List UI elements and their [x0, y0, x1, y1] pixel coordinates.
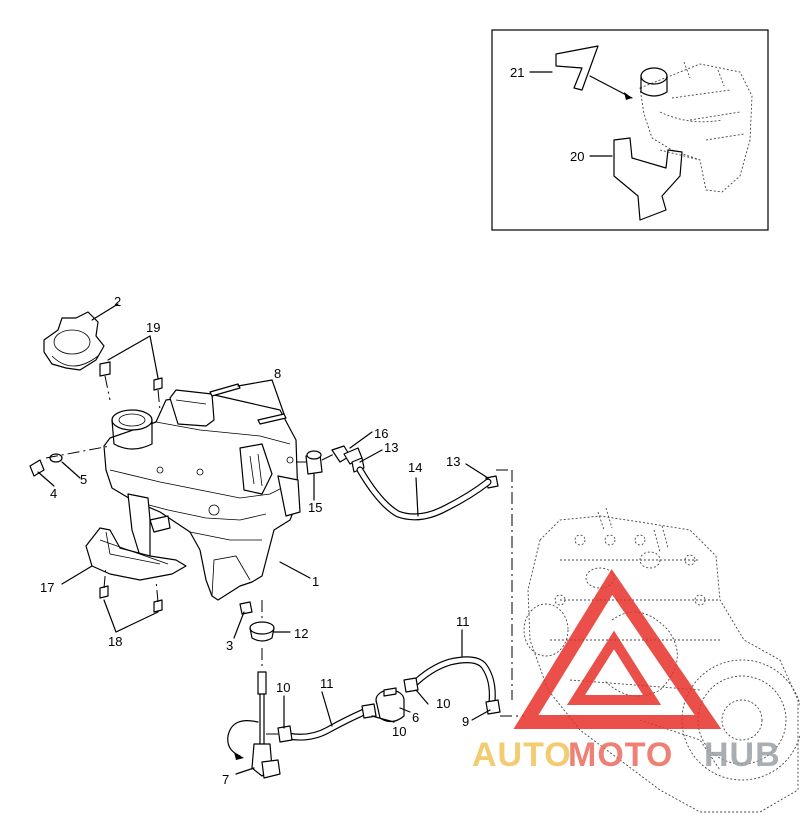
inset-shield: [589, 137, 701, 221]
radiator-cap: [43, 311, 105, 371]
coolant-tank: [103, 389, 301, 601]
watermark-text-moto: MOTO: [568, 736, 673, 774]
callout-4: 4: [50, 486, 57, 501]
callout-12: 12: [294, 626, 308, 641]
callout-20: 20: [570, 149, 584, 164]
fasteners: [29, 361, 253, 615]
callout-21: 21: [510, 65, 524, 80]
upper-hose: [356, 466, 492, 521]
callout-10-right: 10: [436, 696, 450, 711]
inset-frame: [491, 29, 769, 231]
callout-5: 5: [80, 472, 87, 487]
callout-10-bottom: 10: [392, 724, 406, 739]
inset-detail: 21 20: [491, 29, 769, 231]
callout-6: 6: [412, 710, 419, 725]
decals: [209, 383, 287, 425]
callout-9: 9: [462, 714, 469, 729]
watermark-text-auto: AUTO: [472, 736, 572, 774]
watermark-text-hub: HUB: [704, 736, 781, 774]
callout-2: 2: [114, 294, 121, 309]
watermark: AUTO MOTO HUB: [472, 569, 781, 774]
callout-11-right: 11: [456, 614, 470, 629]
leader-lines: [37, 303, 491, 775]
callout-18: 18: [108, 634, 122, 649]
callout-8: 8: [274, 366, 281, 381]
lower-hoses: [266, 656, 501, 743]
guide-lines: [261, 469, 524, 717]
callout-3: 3: [226, 638, 233, 653]
heat-shield: [85, 515, 187, 581]
level-sensor: [227, 671, 281, 779]
callout-15: 15: [308, 500, 322, 515]
grommet: [249, 621, 275, 642]
callout-14: 14: [408, 460, 422, 475]
callout-17: 17: [40, 580, 54, 595]
callout-16: 16: [374, 426, 388, 441]
callouts: 2 19 8 16 13 14 13 15 5 4 1 17 12 11 18 …: [40, 294, 470, 787]
inset-tank: [639, 61, 753, 193]
inset-decal: [529, 45, 633, 100]
callout-11-left: 11: [320, 676, 334, 691]
watermark-logo: [513, 569, 722, 729]
callout-1: 1: [312, 574, 319, 589]
callout-10-left: 10: [276, 680, 290, 695]
callout-7: 7: [222, 772, 229, 787]
callout-19: 19: [146, 320, 160, 335]
callout-13-upper-left: 13: [384, 440, 398, 455]
callout-13-upper-right: 13: [446, 454, 460, 469]
